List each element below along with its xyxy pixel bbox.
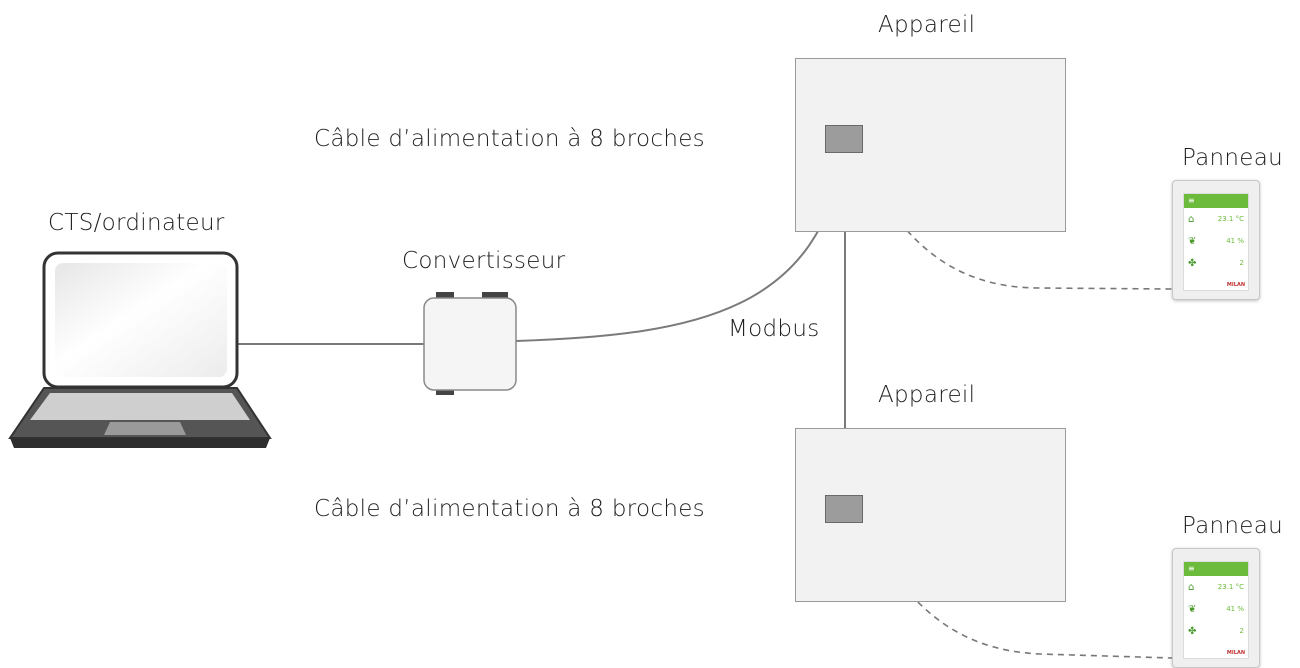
- top-panel-cable: [852, 147, 1173, 290]
- cable-top-label: Câble d’alimentation à 8 broches: [314, 126, 705, 152]
- panel-top-label: Panneau: [1182, 145, 1284, 171]
- converter-label: Convertisseur: [402, 248, 566, 274]
- panel-row-fan: ✤ 2: [1184, 620, 1248, 642]
- device-bottom-label: Appareil: [878, 382, 976, 408]
- fan-value: 2: [1239, 627, 1244, 635]
- fan-value: 2: [1239, 259, 1244, 267]
- menu-icon: ≡: [1184, 562, 1248, 576]
- panel-row-humidity: ❦ 41 %: [1184, 230, 1248, 252]
- home-icon: ⌂: [1188, 213, 1195, 225]
- menu-icon: ≡: [1184, 194, 1248, 208]
- panel-top-screen: ≡ ⌂ 23.1 °C ❦ 41 % ✤ 2 MILAN: [1183, 193, 1249, 291]
- brand-logo: MILAN: [1226, 650, 1245, 656]
- panel-top: ≡ ⌂ 23.1 °C ❦ 41 % ✤ 2 MILAN: [1172, 180, 1260, 300]
- brand-logo: MILAN: [1226, 282, 1245, 288]
- computer-label: CTS/ordinateur: [48, 210, 225, 236]
- fan-icon: ✤: [1188, 625, 1197, 637]
- humidity-icon: ❦: [1188, 603, 1197, 615]
- temperature-value: 23.1 °C: [1217, 583, 1244, 591]
- humidity-icon: ❦: [1188, 235, 1197, 247]
- fan-icon: ✤: [1188, 257, 1197, 269]
- panel-row-fan: ✤ 2: [1184, 252, 1248, 274]
- modbus-label: Modbus: [728, 316, 820, 342]
- device-bottom-connector: [825, 495, 863, 523]
- humidity-value: 41 %: [1226, 605, 1244, 613]
- panel-bottom: ≡ ⌂ 23.1 °C ❦ 41 % ✤ 2 MILAN: [1172, 548, 1260, 668]
- cable-bottom-label: Câble d’alimentation à 8 broches: [314, 496, 705, 522]
- panel-bottom-label: Panneau: [1182, 513, 1284, 539]
- home-icon: ⌂: [1188, 581, 1195, 593]
- temperature-value: 23.1 °C: [1217, 215, 1244, 223]
- humidity-value: 41 %: [1226, 237, 1244, 245]
- panel-bottom-screen: ≡ ⌂ 23.1 °C ❦ 41 % ✤ 2 MILAN: [1183, 561, 1249, 659]
- device-top-label: Appareil: [878, 12, 976, 38]
- panel-row-temperature: ⌂ 23.1 °C: [1184, 576, 1248, 598]
- panel-row-humidity: ❦ 41 %: [1184, 598, 1248, 620]
- panel-row-temperature: ⌂ 23.1 °C: [1184, 208, 1248, 230]
- device-top-connector: [825, 125, 863, 153]
